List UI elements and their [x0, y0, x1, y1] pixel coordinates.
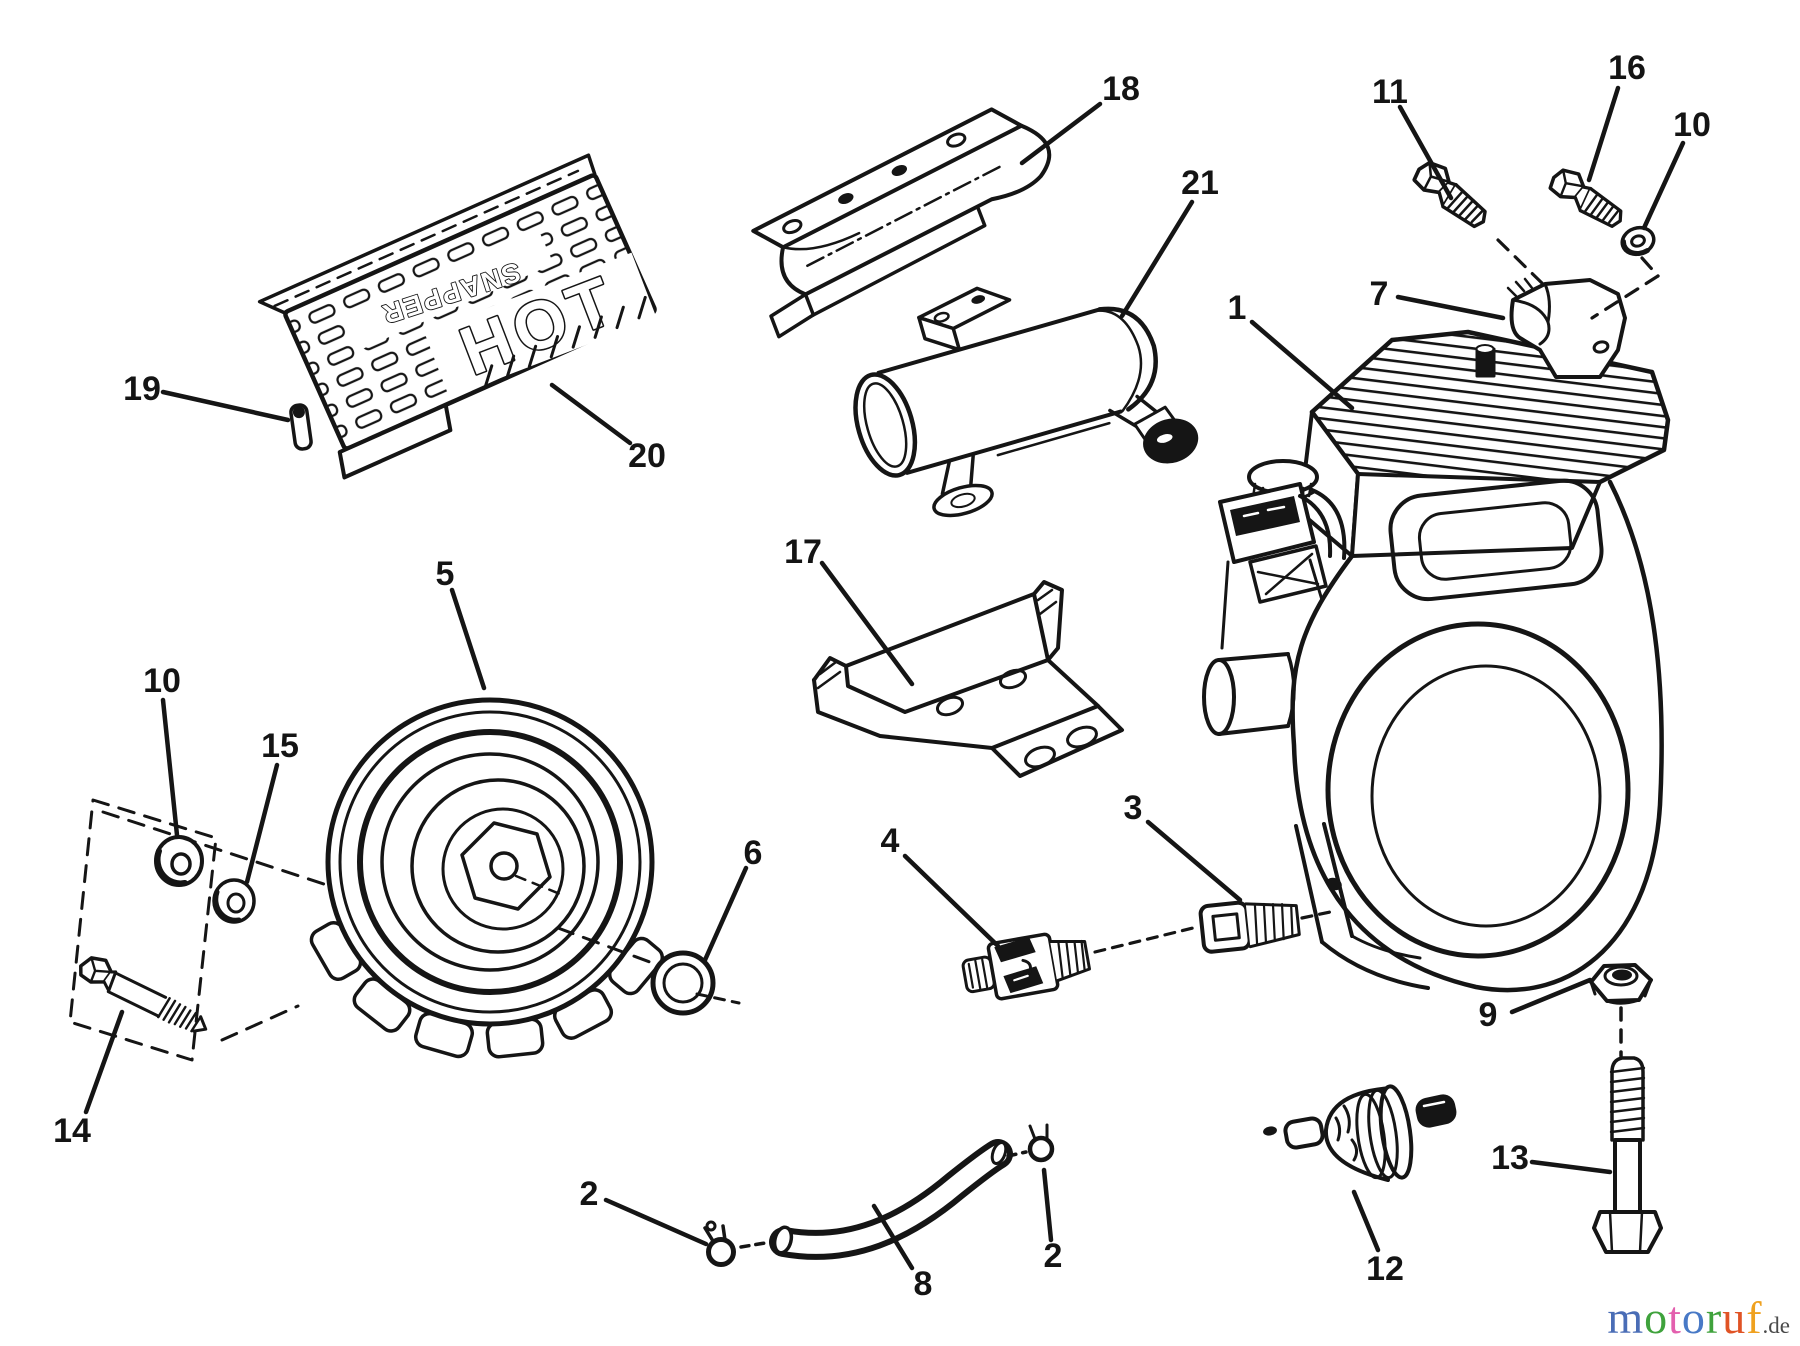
engine-lower-mount — [1294, 822, 1430, 990]
watermark-letter: o — [1681, 1292, 1706, 1343]
callout-13: 13 — [1491, 1139, 1529, 1177]
callout-19: 19 — [123, 370, 161, 408]
callout-14: 14 — [53, 1112, 91, 1150]
callout-labels: 18 21 11 16 10 7 1 19 20 5 10 15 17 6 14… — [53, 49, 1711, 1303]
washer-10-left — [154, 835, 204, 887]
callout-18: 18 — [1102, 70, 1140, 108]
clutch-pulley — [309, 697, 665, 1059]
bolt-11 — [1412, 160, 1487, 229]
callout-2-right: 2 — [1044, 1237, 1063, 1275]
callout-11: 11 — [1372, 73, 1408, 111]
callout-8: 8 — [914, 1265, 933, 1303]
engine-side-canister — [1202, 652, 1296, 736]
starter-knob — [1143, 418, 1199, 464]
watermark-letter: t — [1668, 1292, 1682, 1343]
watermark-letter: f — [1746, 1292, 1763, 1343]
watermark-suffix: .de — [1762, 1313, 1790, 1338]
callout-21: 21 — [1181, 164, 1219, 202]
bolt-13 — [1592, 1056, 1663, 1254]
flange-nut — [1589, 963, 1653, 1005]
callout-7: 7 — [1370, 275, 1389, 313]
watermark-letter: u — [1722, 1292, 1747, 1343]
callout-10-left: 10 — [143, 662, 181, 700]
mounting-bracket — [812, 580, 1124, 778]
callout-17: 17 — [784, 533, 822, 571]
watermark-letter: m — [1607, 1292, 1645, 1343]
channel-bracket — [751, 107, 1052, 339]
callout-3: 3 — [1124, 789, 1143, 827]
callout-6: 6 — [744, 834, 763, 872]
carburetor-air-cleaner — [1218, 459, 1347, 650]
threaded-fitting — [1198, 900, 1301, 954]
clamp-bracket — [1506, 277, 1627, 379]
callout-9: 9 — [1479, 996, 1498, 1034]
fuel-valve — [961, 932, 1091, 1001]
spark-plug-stub — [1475, 344, 1496, 378]
callout-5: 5 — [436, 555, 455, 593]
callout-4: 4 — [881, 822, 900, 860]
starter-motor — [853, 286, 1199, 518]
callout-20: 20 — [628, 437, 666, 475]
callout-1: 1 — [1228, 289, 1247, 327]
washer-15 — [212, 878, 256, 924]
assembly-dashes-top-right — [1496, 238, 1660, 320]
washer-10-top — [1620, 225, 1656, 257]
callout-15: 15 — [261, 727, 299, 765]
valve-to-fitting-dash — [1093, 926, 1195, 954]
fitting-to-engine-dash — [1300, 910, 1332, 920]
blower-housing — [1325, 621, 1631, 959]
hose-clamp-right — [1006, 1123, 1055, 1163]
fuel-filter — [1263, 1084, 1457, 1182]
watermark-letter: o — [1644, 1292, 1669, 1343]
engine-handle-recess — [1388, 478, 1604, 602]
watermark-letter: r — [1705, 1292, 1723, 1343]
fuel-hose — [769, 1139, 1013, 1260]
callout-2-left: 2 — [580, 1175, 599, 1213]
watermark-logo[interactable]: motoruf.de — [1607, 1291, 1790, 1344]
engine-assembly — [1202, 329, 1671, 993]
bolt-16 — [1548, 168, 1623, 228]
hose-clamp-left — [703, 1220, 767, 1267]
heat-shield-grille: SNAPPER HOT — [257, 153, 657, 480]
callout-12: 12 — [1366, 1250, 1404, 1288]
seal-ring — [650, 950, 741, 1016]
callout-10-top: 10 — [1673, 106, 1711, 144]
bolt-14 — [79, 956, 208, 1033]
pin — [289, 403, 313, 451]
callout-leader-lines — [83, 85, 1686, 1271]
callout-16: 16 — [1608, 49, 1646, 87]
